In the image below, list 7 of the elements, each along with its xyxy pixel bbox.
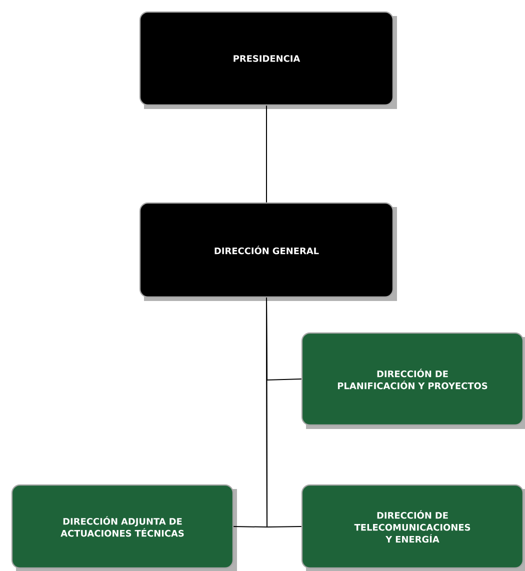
org-box: DIRECCIÓN GENERAL bbox=[139, 202, 394, 298]
connector-line bbox=[266, 105, 267, 203]
org-box: PRESIDENCIA bbox=[139, 11, 394, 106]
org-box: DIRECCIÓN DE PLANIFICACIÓN Y PROYECTOS bbox=[301, 332, 524, 426]
connector-line bbox=[266, 297, 302, 528]
org-box: DIRECCIÓN ADJUNTA DE ACTUACIONES TÉCNICAS bbox=[11, 484, 234, 569]
org-box: DIRECCIÓN DE TELECOMUNICACIONES Y ENERGÍA bbox=[301, 484, 524, 569]
